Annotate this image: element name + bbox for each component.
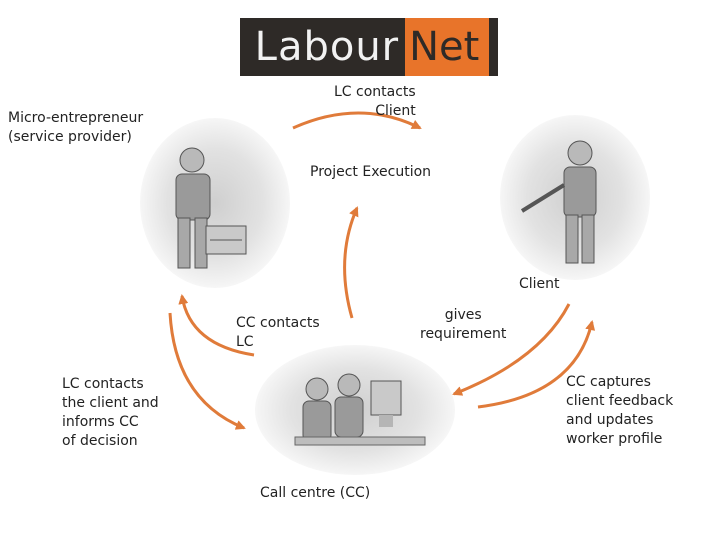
call-centre-illustration [255,345,455,475]
edge-cc-contacts-lc-label: CC contacts LC [236,315,320,350]
provider-illustration [140,118,290,288]
arrow-provider-to-client [292,111,422,130]
edge-lc-contacts-client-label: LC contacts Client [334,84,416,119]
labournet-logo: Labour Net [240,18,498,76]
logo-text-net: Net [405,18,490,76]
client-on-phone-icon [520,140,597,264]
arrow-client-to-call-centre [452,303,571,396]
arrow-call-centre-to-provider [178,294,255,357]
edge-project-execution-label: Project Execution [310,164,432,180]
call-centre-agents-icon [294,373,426,446]
edge-gives-requirement-label: gives requirement [420,307,507,342]
node-call-centre-label: Call centre (CC) [260,485,371,501]
edge-cc-captures-feedback-label: CC captures client feedback and updates … [566,374,674,447]
arrow-call-centre-to-client [477,320,596,409]
node-provider-label: Micro-entrepreneur (service provider) [8,110,144,145]
edge-lc-informs-cc-label: LC contacts the client and informs CC of… [62,376,159,449]
logo-text-labour: Labour [254,24,400,70]
arrow-provider-to-call-centre [168,312,246,430]
client-illustration [500,115,650,280]
node-client-label: Client [519,276,560,292]
worker-with-toolbox-icon [175,147,247,269]
arrow-project-execution [343,206,359,319]
